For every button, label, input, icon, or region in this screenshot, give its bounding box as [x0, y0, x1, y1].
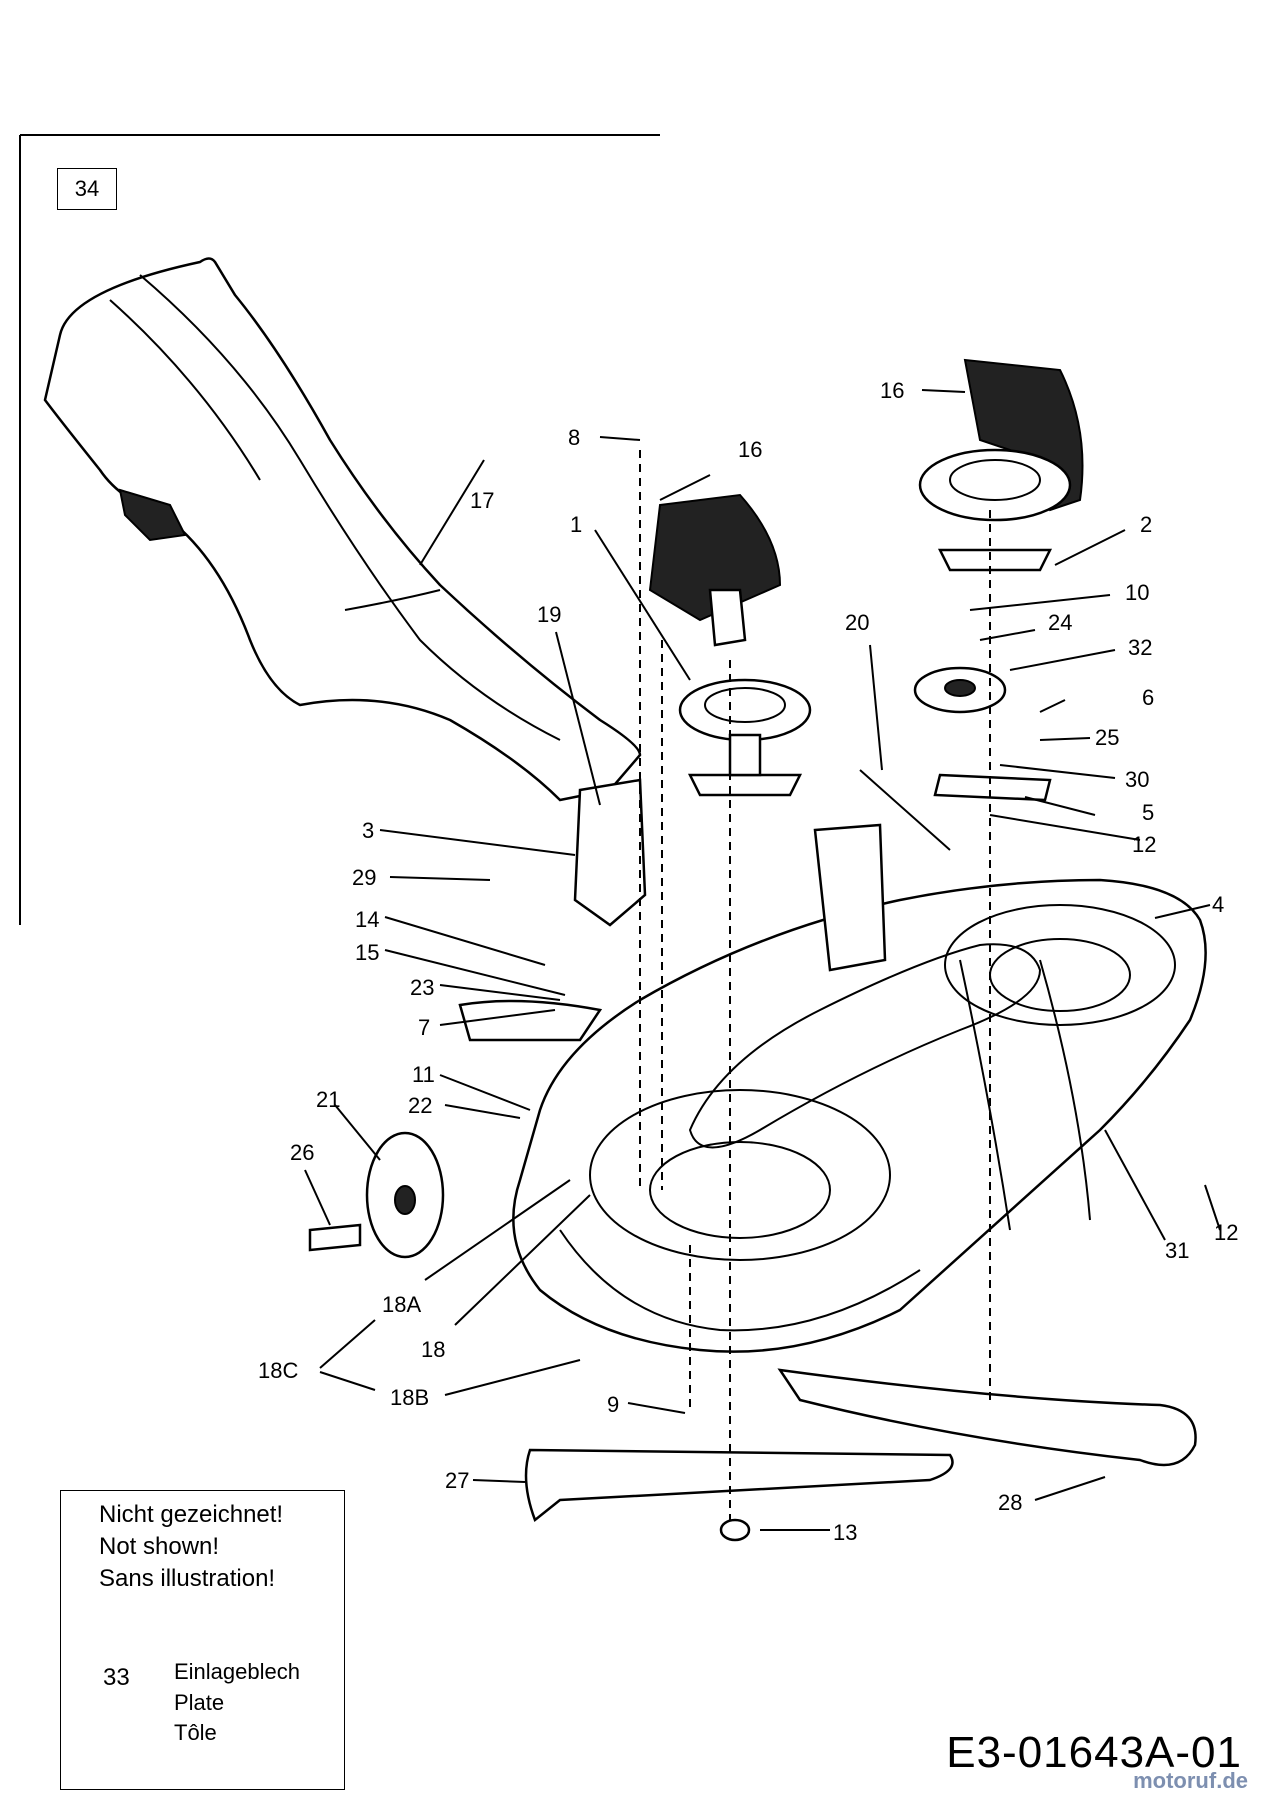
label-18: 18 [421, 1337, 445, 1362]
idler-arm [859, 769, 1052, 851]
frame-lines [19, 134, 660, 925]
label-26: 26 [290, 1140, 314, 1165]
gauge-wheel [308, 1131, 445, 1259]
legend-item-en: Plate [174, 1690, 225, 1715]
leader-lines [304, 389, 1221, 1531]
label-2: 2 [1140, 512, 1152, 537]
deck-brackets [458, 778, 887, 1042]
label-27: 27 [445, 1468, 469, 1493]
label-11: 11 [412, 1062, 435, 1087]
label-32: 32 [1128, 635, 1152, 660]
blade-right [777, 1368, 1197, 1467]
spindle-right [918, 448, 1072, 572]
label-10: 10 [1125, 580, 1149, 605]
idler-pulley [913, 666, 1007, 714]
watermark: motoruf.de [1133, 1768, 1248, 1793]
label-20: 20 [845, 610, 869, 635]
label-30: 30 [1125, 767, 1149, 792]
label-4: 4 [1212, 892, 1224, 917]
legend-not-shown-fr: Sans illustration! [99, 1565, 276, 1592]
label-18C: 18C [258, 1358, 298, 1383]
label-28: 28 [998, 1490, 1022, 1515]
mower-deck [512, 878, 1207, 1353]
label-23: 23 [410, 975, 434, 1000]
label-7: 7 [418, 1015, 430, 1040]
label-13: 13 [833, 1520, 857, 1545]
label-8: 8 [568, 425, 580, 450]
blade-nut [719, 1518, 751, 1542]
spindle-left [678, 678, 812, 797]
legend-item-fr: Tôle [174, 1720, 217, 1745]
label-6: 6 [1142, 685, 1154, 710]
label-18B: 18B [390, 1385, 429, 1410]
legend-not-shown-de: Nicht gezeichnet! [99, 1501, 284, 1528]
assembly-axes [639, 450, 991, 1520]
legend-box: Nicht gezeichnet! Not shown! Sans illust… [60, 1490, 345, 1790]
part-number-labels: 8 16 16 17 1 2 10 19 20 24 32 6 25 30 5 … [258, 378, 1238, 1545]
label-21: 21 [316, 1087, 340, 1112]
label-14: 14 [355, 907, 379, 932]
label-31: 31 [1165, 1238, 1189, 1263]
label-12-top: 12 [1132, 832, 1156, 857]
label-24: 24 [1048, 610, 1072, 635]
drawing-code: E3-01643A-01 [946, 1728, 1242, 1777]
label-29: 29 [352, 865, 376, 890]
label-5: 5 [1142, 800, 1154, 825]
legend-item-de: Einlageblech [174, 1659, 300, 1684]
label-18A: 18A [382, 1292, 421, 1317]
label-12-right: 12 [1214, 1220, 1238, 1245]
label-15: 15 [355, 940, 379, 965]
label-16-left: 16 [738, 437, 762, 462]
label-19: 19 [537, 602, 561, 627]
label-9: 9 [607, 1392, 619, 1417]
label-16-right: 16 [880, 378, 904, 403]
label-3: 3 [362, 818, 374, 843]
discharge-chute [43, 257, 642, 802]
label-1: 1 [570, 512, 582, 537]
spindle-cover-left [648, 493, 782, 647]
label-17: 17 [470, 488, 494, 513]
label-22: 22 [408, 1093, 432, 1118]
legend-not-shown-en: Not shown! [99, 1533, 220, 1560]
legend-item-number: 33 [103, 1664, 130, 1691]
figure-number-box: 34 [57, 168, 117, 210]
label-25: 25 [1095, 725, 1119, 750]
blade-left [524, 1448, 954, 1523]
